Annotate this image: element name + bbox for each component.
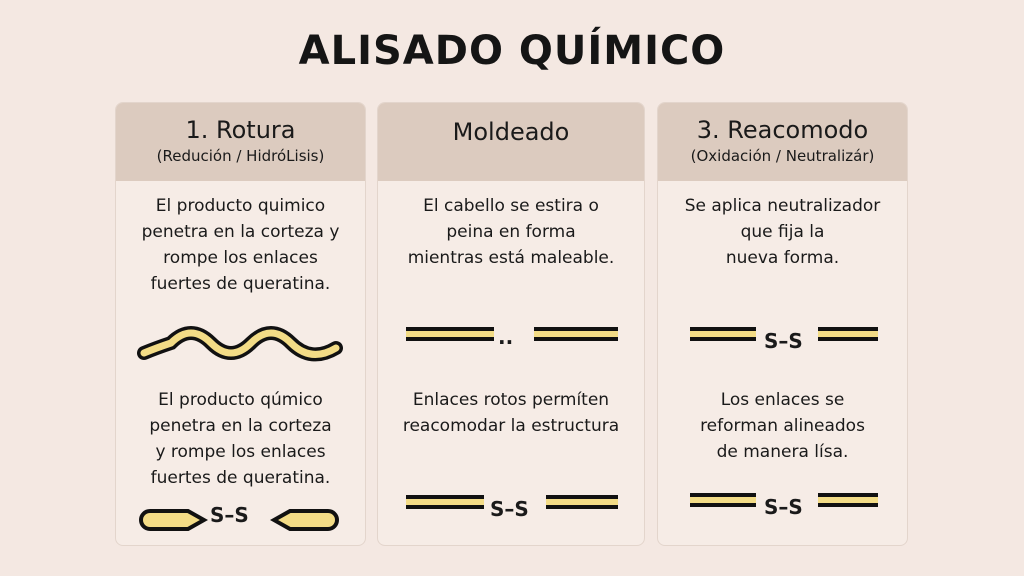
card-header: Moldeado — [378, 103, 644, 181]
card-heading: 1. Rotura — [185, 116, 296, 144]
hair-strand-right — [534, 327, 618, 341]
bond-figure: S–S — [658, 489, 907, 529]
card-text-1: El cabello se estira o peina en forma mi… — [407, 196, 615, 268]
card-text-1: El producto quimico penetra en la cortez… — [141, 196, 340, 294]
card-subheading: (Redución / HidróLisis) — [156, 147, 325, 165]
disulfide-bond-label: S–S — [764, 329, 803, 353]
hair-strand-left — [406, 327, 494, 341]
hair-strand-right — [546, 495, 618, 509]
bond-figure: S–S — [378, 491, 644, 531]
hair-strand-left — [406, 495, 484, 509]
card-text-2: Enlaces rotos permíten reacomodar la est… — [402, 390, 620, 436]
broken-bond-figure: S–S — [116, 501, 365, 541]
card-rotura: 1. Rotura (Redución / HidróLisis) El pro… — [115, 102, 366, 546]
card-header: 1. Rotura (Redución / HidróLisis) — [116, 103, 365, 181]
card-text-2: El producto qúmico penetra en la corteza… — [149, 390, 332, 488]
card-text-2: Los enlaces se reforman alineados de man… — [700, 390, 865, 462]
card-text-1: Se aplica neutralizador que fija la nuev… — [684, 196, 881, 268]
card-moldeado: Moldeado El cabello se estira o peina en… — [377, 102, 645, 546]
wavy-hair-icon — [137, 326, 343, 362]
hair-strand-left — [690, 327, 756, 341]
card-header: 3. Reacomodo (Oxidación / Neutralizár) — [658, 103, 907, 181]
disulfide-bond-label: S–S — [764, 495, 803, 519]
card-heading: 3. Reacomodo — [696, 116, 869, 144]
hair-strand-right — [818, 493, 878, 507]
hair-strand-right — [818, 327, 878, 341]
card-reacomodo: 3. Reacomodo (Oxidación / Neutralizár) S… — [657, 102, 908, 546]
straight-hair-figure: .. — [378, 325, 644, 367]
gap-dots: .. — [498, 325, 514, 349]
page-title: ALISADO QUÍMICO — [298, 28, 726, 74]
disulfide-bond-label: S–S — [490, 497, 529, 521]
card-subheading: (Oxidación / Neutralizár) — [690, 147, 875, 165]
hair-fragment-right-icon — [270, 509, 339, 531]
bond-figure: S–S — [658, 323, 907, 363]
hair-strand-left — [690, 493, 756, 507]
disulfide-bond-label: S–S — [210, 503, 249, 527]
hair-fragment-left-icon — [139, 509, 208, 531]
card-heading: Moldeado — [452, 118, 570, 146]
